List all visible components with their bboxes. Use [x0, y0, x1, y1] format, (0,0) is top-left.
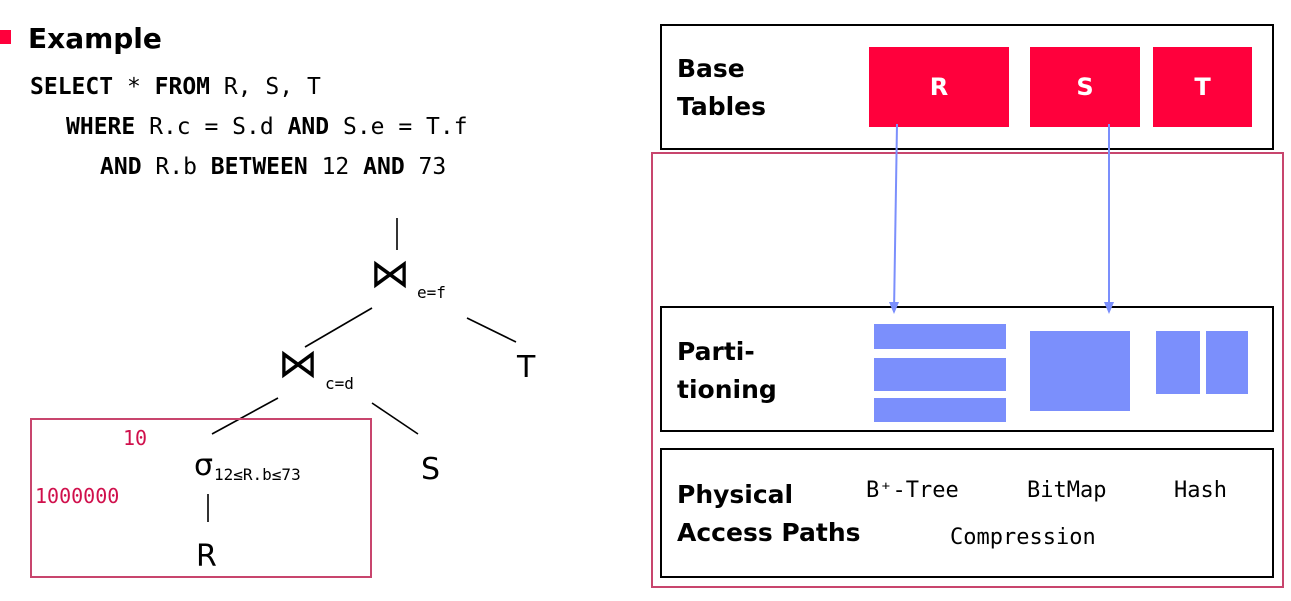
partitioning-panel [660, 306, 1274, 432]
query-line-3: AND R.b BETWEEN 12 AND 73 [100, 154, 447, 180]
query-line-1: SELECT * FROM R, S, T [30, 74, 321, 100]
base-tables-panel [660, 24, 1274, 150]
table-t: T [1153, 47, 1252, 127]
access-path-btree: B⁺-Tree [866, 478, 959, 503]
selection-symbol: σ [194, 448, 214, 483]
join-bottom-condition: c=d [325, 374, 354, 393]
edge-bottom-join-right [371, 402, 419, 435]
leaf-r: R [196, 539, 217, 574]
access-path-compression: Compression [950, 525, 1096, 550]
arrowhead-r [889, 302, 899, 314]
mapping-arrows [889, 123, 1114, 314]
vertical-partition-1 [1156, 331, 1200, 394]
arrow-r-to-partition [893, 123, 898, 313]
table-s: S [1030, 47, 1140, 127]
leaf-t: T [517, 350, 536, 385]
access-path-hash: Hash [1174, 478, 1227, 503]
horizontal-partition-2 [874, 358, 1006, 391]
query-line-2: WHERE R.c = S.d AND S.e = T.f [66, 114, 468, 140]
edge-top-join-right [466, 317, 517, 343]
join-top-condition: e=f [417, 283, 446, 302]
join-top-symbol: ⋈ [370, 251, 410, 297]
horizontal-partition-1 [874, 324, 1006, 349]
query-tree-edges [207, 218, 517, 522]
unpartitioned-block [1030, 331, 1130, 411]
input-cardinality: 1000000 [35, 484, 120, 508]
edge-top-join-left [304, 307, 373, 348]
selection-condition: 12≤R.b≤73 [214, 465, 301, 484]
access-path-bitmap: BitMap [1027, 478, 1107, 503]
leaf-s: S [421, 452, 441, 487]
partitioning-label: Parti-tioning [677, 337, 777, 404]
example-heading: Example [28, 22, 162, 55]
physical-access-paths-panel [660, 448, 1274, 578]
storage-layer-frame [651, 152, 1284, 588]
vertical-partition-2 [1206, 331, 1248, 394]
selectivity-highlight-frame [30, 418, 372, 578]
horizontal-partition-3 [874, 398, 1006, 422]
arrowhead-s [1104, 302, 1114, 314]
output-cardinality: 10 [123, 426, 148, 450]
edge-bottom-join-left [211, 397, 279, 435]
bullet-marker [0, 30, 11, 44]
table-r: R [869, 47, 1009, 127]
join-bottom-symbol: ⋈ [278, 341, 318, 387]
